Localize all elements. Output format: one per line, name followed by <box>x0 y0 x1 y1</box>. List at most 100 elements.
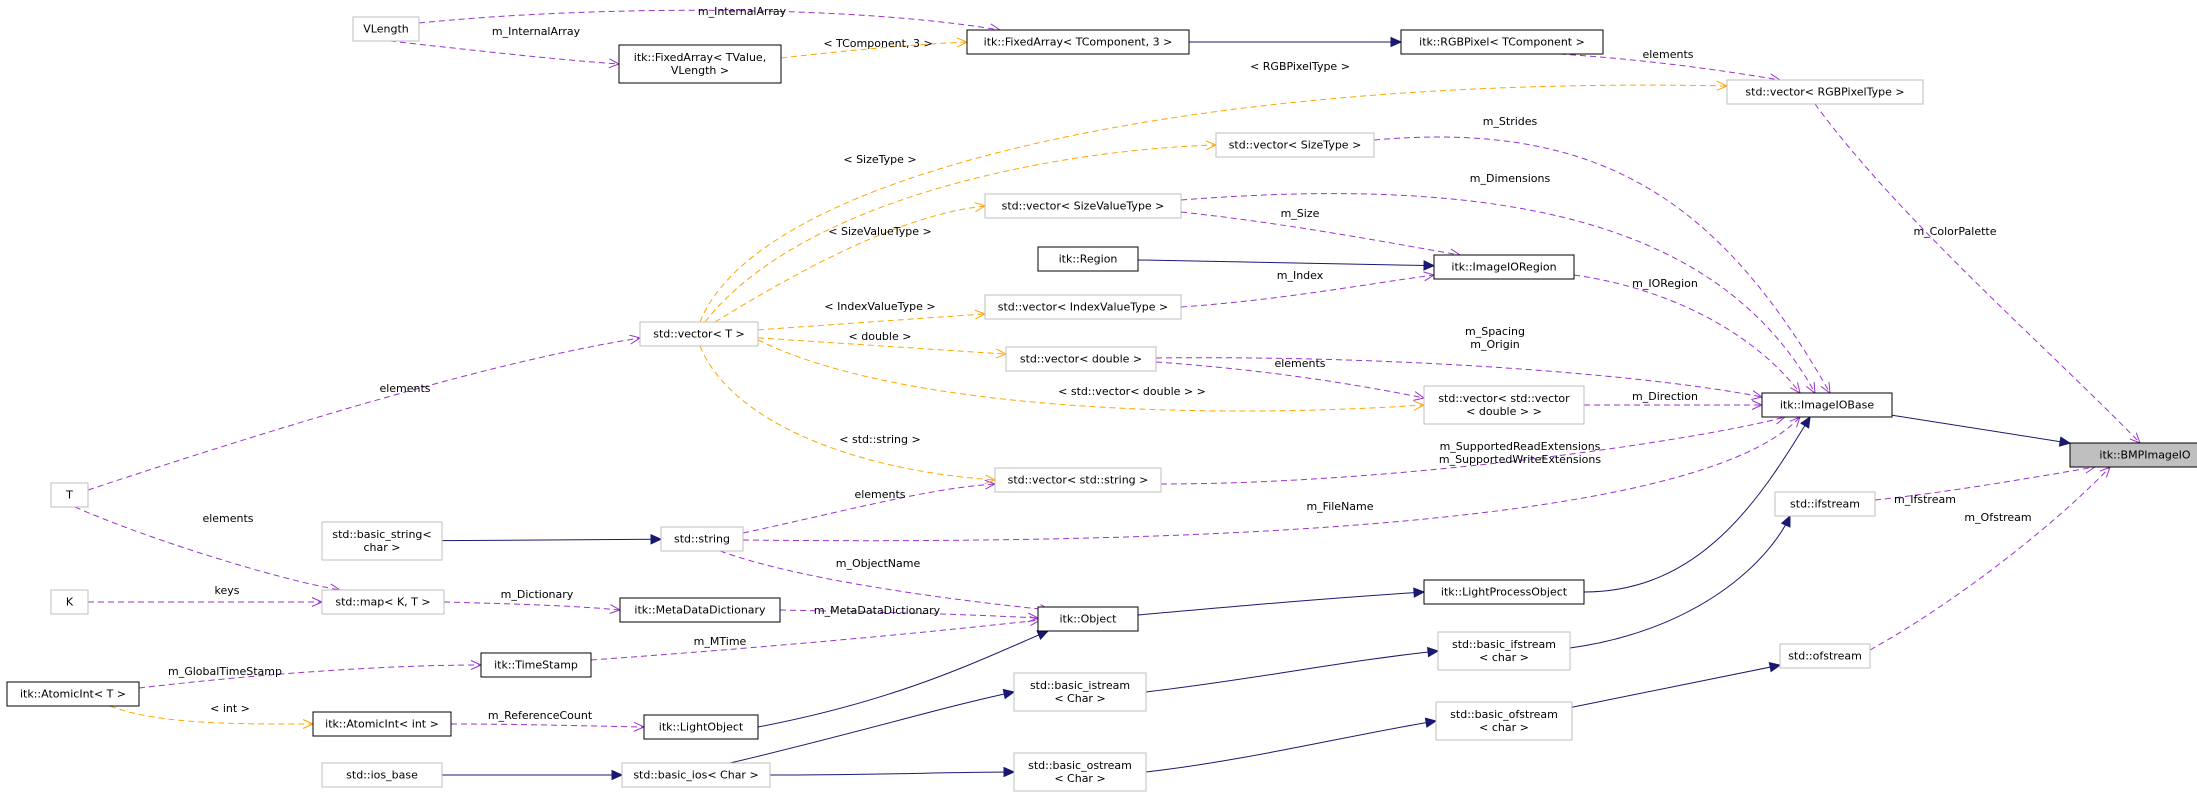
class-node-label: < char > <box>1479 651 1529 664</box>
class-node-label: std::ofstream <box>1788 650 1862 663</box>
class-node-region[interactable]: itk::Region <box>1037 246 1139 272</box>
edge-line <box>1373 136 1831 394</box>
edge-label: < SizeValueType > <box>828 225 931 238</box>
edge-label: < std::string > <box>839 433 920 446</box>
class-node-box <box>966 29 1190 55</box>
class-node-label: std::vector< double > <box>1020 353 1142 366</box>
class-node-box <box>1433 254 1575 280</box>
edge-label: m_ObjectName <box>836 557 921 570</box>
edge-label: m_Dimensions <box>1470 172 1551 185</box>
edge-line <box>1874 466 2096 501</box>
edge-member-K-to-map <box>88 597 324 607</box>
edge-label: m_MetaDataDictionary <box>814 604 941 617</box>
class-node-box <box>1013 752 1147 792</box>
edge-line <box>742 416 1801 542</box>
edge-label: m_ReferenceCount <box>488 709 593 722</box>
class-node-object[interactable]: itk::Object <box>1037 606 1139 632</box>
class-node-rgbpixel[interactable]: itk::RGBPixel< TComponent > <box>1400 29 1604 55</box>
class-node-ifstream[interactable]: std::ifstream <box>1774 491 1876 517</box>
class-node-box <box>50 482 89 508</box>
class-node-lightobject[interactable]: itk::LightObject <box>643 714 759 740</box>
edge-label: < SizeType > <box>843 153 916 166</box>
edge-line <box>1145 720 1437 773</box>
class-node-box <box>1037 246 1139 272</box>
edge-template-vector_t-to-vector_string <box>699 345 997 485</box>
class-node-label: std::ios_base <box>346 769 418 782</box>
class-node-basic_ios[interactable]: std::basic_ios< Char > <box>621 762 771 788</box>
class-node-K[interactable]: K <box>50 589 89 615</box>
class-node-imageiobase[interactable]: itk::ImageIOBase <box>1761 392 1893 418</box>
class-node-fixedarray_tv[interactable]: itk::FixedArray< TValue,VLength > <box>618 44 782 84</box>
edge-labels-layer: m_ColorPalettem_Ifstreamm_Ofstreamm_Stri… <box>168 5 2032 722</box>
class-node-label: itk::BMPImageIO <box>2099 449 2191 462</box>
class-node-lightprocessobject[interactable]: itk::LightProcessObject <box>1423 579 1585 605</box>
class-node-vector_vector_double[interactable]: std::vector< std::vector< double > > <box>1423 385 1585 425</box>
edge-line <box>1814 103 2141 444</box>
class-node-box <box>618 44 782 84</box>
class-node-ios_base[interactable]: std::ios_base <box>321 762 443 788</box>
edge-line <box>757 313 986 331</box>
edge-label: m_Ofstream <box>1964 511 2031 524</box>
edge-arrowhead <box>1036 630 1050 640</box>
class-node-label: itk::AtomicInt< int > <box>325 718 439 731</box>
class-node-label: std::vector< T > <box>653 328 744 341</box>
class-node-vector_indexvaluetype[interactable]: std::vector< IndexValueType > <box>984 294 1182 320</box>
class-node-vector_double[interactable]: std::vector< double > <box>1005 346 1157 372</box>
edge-line <box>441 538 662 542</box>
class-node-label: itk::MetaDataDictionary <box>634 604 766 617</box>
class-node-metadatadictionary[interactable]: itk::MetaDataDictionary <box>619 597 781 623</box>
edge-label: m_SupportedWriteExtensions <box>1439 453 1601 466</box>
edge-member-map-to-metadatadictionary <box>443 601 622 614</box>
class-node-label: itk::ImageIORegion <box>1451 261 1556 274</box>
class-node-T[interactable]: T <box>50 482 89 508</box>
edge-line <box>1180 211 1461 256</box>
class-node-vector_sizevaluetype[interactable]: std::vector< SizeValueType > <box>984 193 1182 219</box>
class-node-box <box>1423 579 1585 605</box>
edge-label: elements <box>854 488 905 501</box>
edge-inherit-region-to-imageioregion <box>1137 259 1436 271</box>
class-node-vlength[interactable]: VLength <box>352 16 420 42</box>
class-node-imageioregion[interactable]: itk::ImageIORegion <box>1433 254 1575 280</box>
class-node-timestamp[interactable]: itk::TimeStamp <box>480 652 592 678</box>
edge-arrowhead <box>1805 382 1816 395</box>
class-node-box <box>619 597 781 623</box>
class-node-ofstream[interactable]: std::ofstream <box>1779 643 1871 669</box>
class-node-box <box>6 681 140 707</box>
edge-line <box>699 345 996 481</box>
edge-arrowhead <box>1424 717 1438 728</box>
class-node-label: itk::ImageIOBase <box>1780 399 1875 412</box>
class-node-vector_string[interactable]: std::vector< std::string > <box>994 467 1162 493</box>
edge-line <box>1160 416 1786 485</box>
class-node-label: itk::LightProcessObject <box>1441 586 1568 599</box>
class-node-vector_sizetype[interactable]: std::vector< SizeType > <box>1215 132 1375 158</box>
class-node-string[interactable]: std::string <box>660 526 744 552</box>
class-node-box <box>1005 346 1157 372</box>
edge-line <box>1891 414 2071 444</box>
class-node-basic_ifstream[interactable]: std::basic_ifstream< char > <box>1437 631 1571 671</box>
class-node-box <box>621 762 771 788</box>
edge-label: < RGBPixelType > <box>1250 60 1350 73</box>
class-node-box <box>1423 385 1585 425</box>
class-node-atomicint_int[interactable]: itk::AtomicInt< int > <box>312 711 452 737</box>
class-node-map[interactable]: std::map< K, T > <box>321 589 445 615</box>
edge-member-imageioregion-to-imageiobase <box>1573 274 1801 394</box>
class-node-bmpimageio[interactable]: itk::BMPImageIO <box>2069 442 2197 468</box>
class-node-basic_string[interactable]: std::basic_string<char > <box>321 521 443 561</box>
class-node-vector_rgbpixeltype[interactable]: std::vector< RGBPixelType > <box>1726 79 1924 105</box>
edge-line <box>769 771 1015 776</box>
edge-line <box>757 337 1007 355</box>
class-node-label: std::basic_ofstream <box>1450 708 1558 721</box>
class-node-atomicint_t[interactable]: itk::AtomicInt< T > <box>6 681 140 707</box>
edge-member-vector_rgbpixeltype-to-bmpimageio <box>1814 103 2141 444</box>
edge-template-vector_t-to-vector_indexvaluetype <box>757 309 987 331</box>
class-node-vector_t[interactable]: std::vector< T > <box>639 321 759 347</box>
edge-label: m_Origin <box>1470 338 1519 351</box>
class-node-label: std::basic_ifstream <box>1452 638 1556 651</box>
edge-line <box>699 84 1728 323</box>
edge-label: m_SupportedReadExtensions <box>1440 440 1601 453</box>
class-node-fixedarray_tc3[interactable]: itk::FixedArray< TComponent, 3 > <box>966 29 1190 55</box>
class-node-basic_ostream[interactable]: std::basic_ostream< Char > <box>1013 752 1147 792</box>
class-node-basic_istream[interactable]: std::basic_istream< Char > <box>1013 672 1147 712</box>
class-node-basic_ofstream[interactable]: std::basic_ofstream< char > <box>1435 701 1573 741</box>
class-node-label: std::basic_ios< Char > <box>633 769 758 782</box>
